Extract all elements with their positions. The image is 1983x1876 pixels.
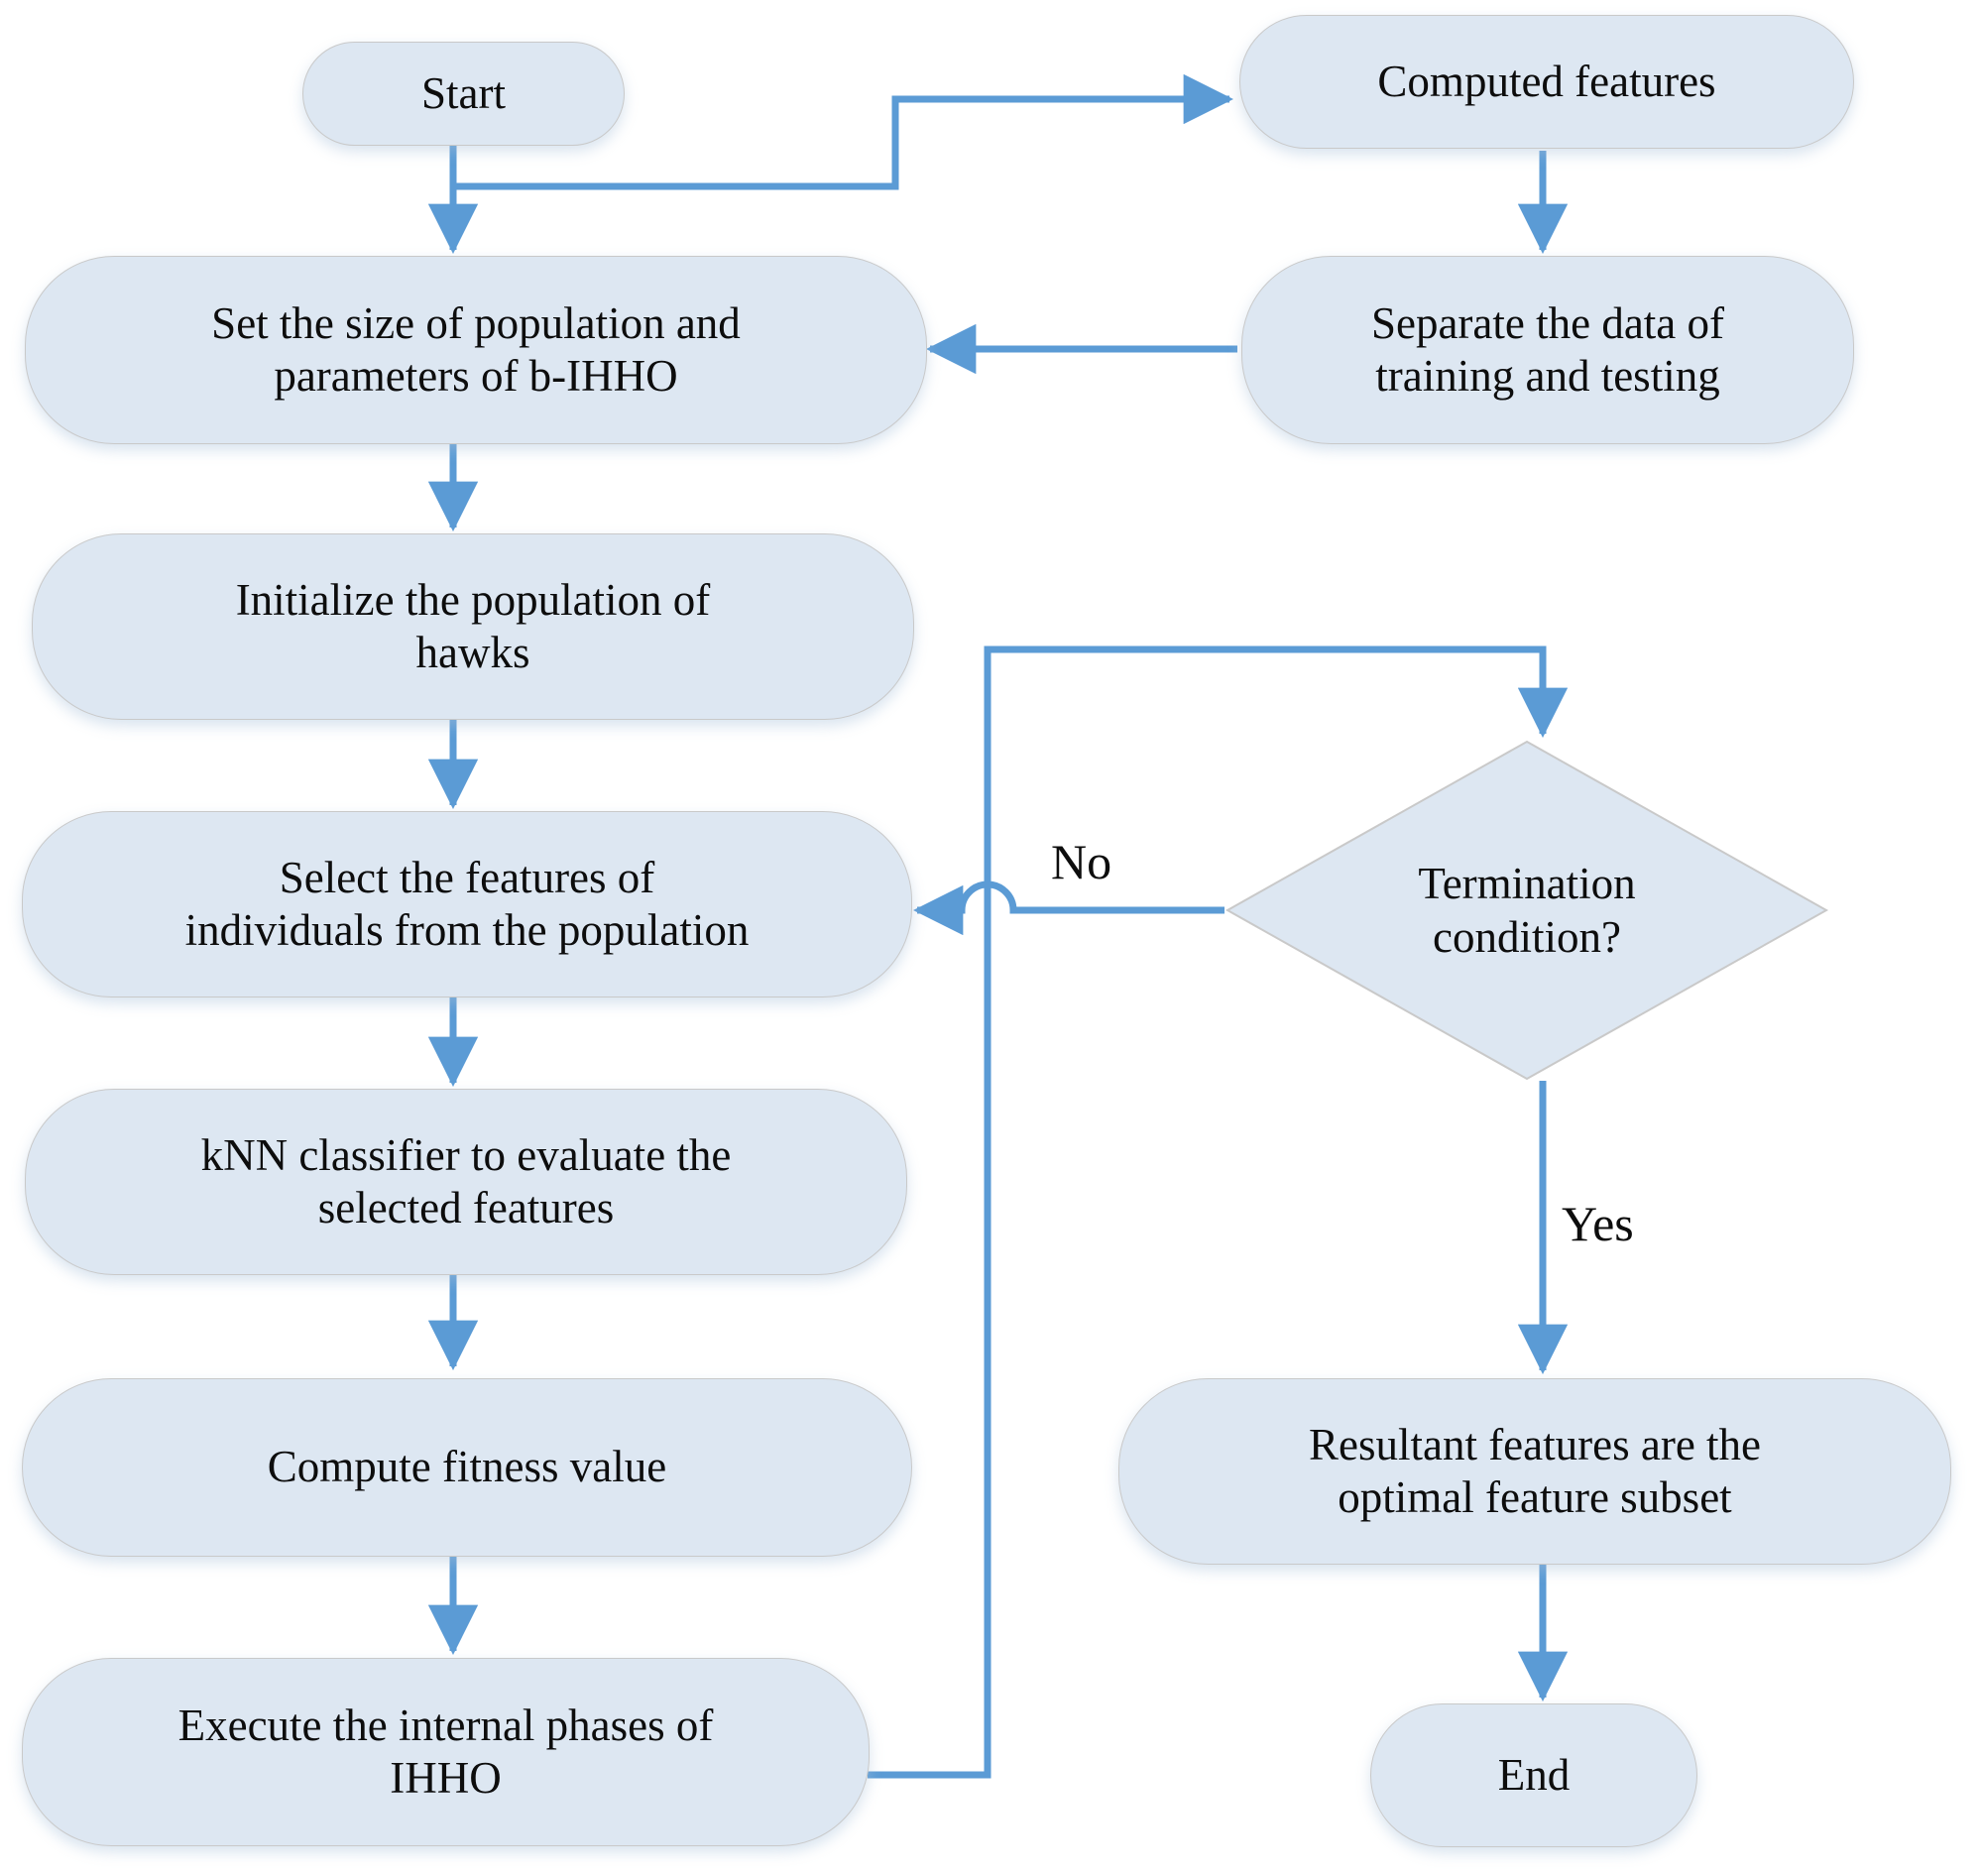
node-execute-ihho-phases[interactable]: Execute the internal phases of IHHO xyxy=(22,1658,870,1846)
diamond-shape xyxy=(1225,740,1829,1081)
node-end[interactable]: End xyxy=(1370,1703,1697,1847)
node-knn-classifier-label: kNN classifier to evaluate the selected … xyxy=(200,1129,732,1232)
node-resultant-features[interactable]: Resultant features are the optimal featu… xyxy=(1118,1378,1951,1565)
node-resultant-features-label: Resultant features are the optimal featu… xyxy=(1308,1419,1762,1522)
node-termination-condition-label: Termination condition? xyxy=(1418,859,1636,962)
node-computed-features-label: Computed features xyxy=(1377,56,1716,106)
node-set-population-size-label: Set the size of population and parameter… xyxy=(211,297,741,401)
node-end-label: End xyxy=(1497,1749,1571,1800)
node-compute-fitness-label: Compute fitness value xyxy=(267,1442,667,1492)
node-separate-data[interactable]: Separate the data of training and testin… xyxy=(1241,256,1854,444)
node-select-features-label: Select the features of individuals from … xyxy=(184,852,750,955)
node-execute-ihho-phases-label: Execute the internal phases of IHHO xyxy=(177,1700,714,1803)
node-computed-features[interactable]: Computed features xyxy=(1239,15,1854,149)
node-knn-classifier[interactable]: kNN classifier to evaluate the selected … xyxy=(25,1089,907,1275)
node-compute-fitness[interactable]: Compute fitness value xyxy=(22,1378,912,1557)
node-start[interactable]: Start xyxy=(302,42,625,146)
node-initialize-population-label: Initialize the population of hawks xyxy=(235,574,711,677)
edge-label-yes: Yes xyxy=(1562,1196,1634,1251)
node-select-features[interactable]: Select the features of individuals from … xyxy=(22,811,912,997)
edge-label-no: No xyxy=(1051,834,1112,889)
node-separate-data-label: Separate the data of training and testin… xyxy=(1370,297,1725,401)
node-set-population-size[interactable]: Set the size of population and parameter… xyxy=(25,256,927,444)
node-start-label: Start xyxy=(421,67,506,118)
node-termination-condition[interactable]: Termination condition? xyxy=(1225,739,1829,1082)
node-initialize-population[interactable]: Initialize the population of hawks xyxy=(32,533,914,720)
